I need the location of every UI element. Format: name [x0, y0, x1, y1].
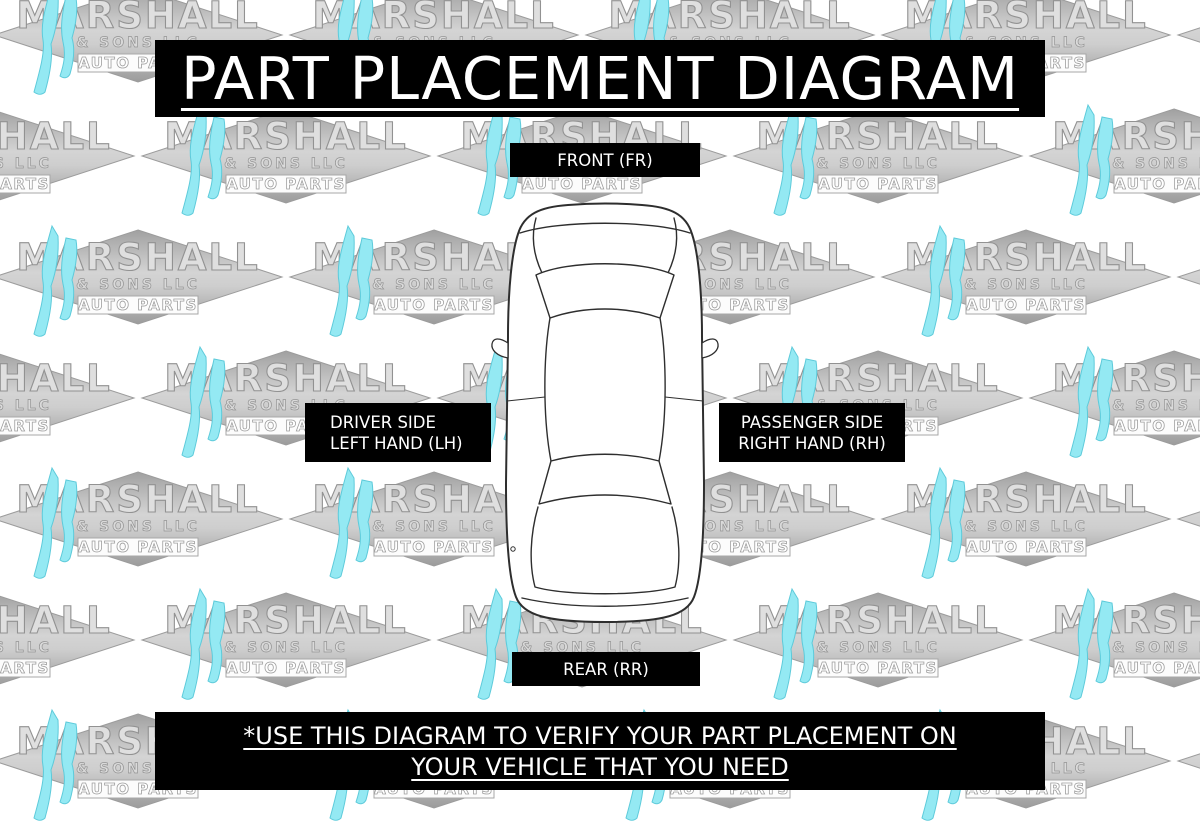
b-pillar-right-line — [664, 396, 704, 402]
driver-side-line1: DRIVER SIDE — [330, 413, 436, 432]
car-top-view-diagram — [491, 202, 719, 623]
fuel-door-mark — [510, 546, 516, 552]
footer-note-line2: YOUR VEHICLE THAT YOU NEED — [411, 752, 789, 781]
roof-line-right — [658, 317, 666, 462]
b-pillar-left-line — [506, 396, 546, 402]
title-banner: PART PLACEMENT DIAGRAM — [155, 40, 1045, 117]
passenger-side-line2: RIGHT HAND (RH) — [738, 434, 886, 453]
driver-side-line2: LEFT HAND (LH) — [330, 434, 463, 453]
footer-note-line1: *USE THIS DIAGRAM TO VERIFY YOUR PART PL… — [243, 721, 957, 750]
hood-line-left — [532, 217, 543, 274]
mirror-right-icon — [701, 338, 719, 359]
trunk-lid-line — [530, 506, 680, 595]
footer-note: *USE THIS DIAGRAM TO VERIFY YOUR PART PL… — [155, 712, 1045, 790]
rear-window — [538, 453, 672, 505]
front-label: FRONT (FR) — [510, 143, 700, 177]
mirror-left-icon — [491, 338, 509, 359]
front-bumper-line — [519, 222, 691, 234]
rear-label-text: REAR (RR) — [563, 659, 649, 679]
roof-line-left — [544, 317, 552, 462]
rear-bumper-seam — [521, 597, 689, 607]
page-title: PART PLACEMENT DIAGRAM — [180, 44, 1020, 113]
driver-side-label: DRIVER SIDE LEFT HAND (LH) — [305, 403, 491, 462]
hood-line-right — [667, 217, 678, 274]
passenger-side-label: PASSENGER SIDE RIGHT HAND (RH) — [719, 403, 905, 462]
rear-label: REAR (RR) — [512, 652, 700, 686]
passenger-side-line1: PASSENGER SIDE — [740, 413, 884, 432]
front-label-text: FRONT (FR) — [557, 150, 653, 170]
windshield — [535, 263, 675, 319]
